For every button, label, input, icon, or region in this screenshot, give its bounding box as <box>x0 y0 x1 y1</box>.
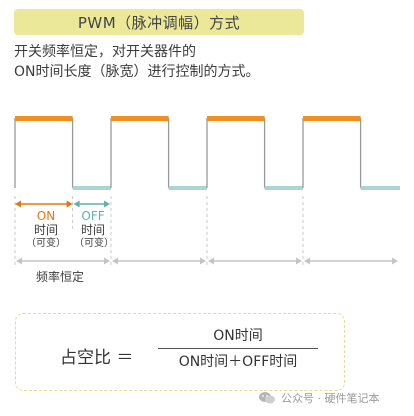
period-arrow <box>16 257 110 265</box>
watermark: 公众号 · 硬件笔记本 <box>258 390 380 406</box>
formula-fraction: ON时间 ON时间＋OFF时间 <box>154 327 322 371</box>
description-line-2: ON时间长度（脉宽）进行控制的方式。 <box>14 64 260 80</box>
period-guides <box>14 196 304 268</box>
on-variable-text: （可变） <box>26 238 66 249</box>
arrow-head-right <box>392 257 398 265</box>
arrow-head-left <box>15 200 21 208</box>
off-segment <box>72 186 111 190</box>
on-time-arrow <box>15 200 73 208</box>
on-segment <box>15 116 73 121</box>
title-text: PWM（脉冲调幅）方式 <box>77 13 241 32</box>
formula-denominator: ON时间＋OFF时间 <box>178 354 298 370</box>
on-segment <box>111 116 169 121</box>
arrow-head-right <box>296 257 302 265</box>
pwm-waveform <box>14 116 400 190</box>
off-time-text: 时间 <box>80 223 105 237</box>
off-segment <box>360 186 400 190</box>
period-arrow <box>304 257 398 265</box>
off-segment <box>264 186 303 190</box>
arrow-head-right <box>200 257 206 265</box>
arrow-head-left <box>208 257 214 265</box>
arrow-head-left <box>73 200 80 208</box>
title-banner: PWM（脉冲调幅）方式 <box>14 9 304 35</box>
description-line-1: 开关频率恒定，对开关器件的 <box>14 44 196 60</box>
watermark-text: 公众号 · 硬件笔记本 <box>281 392 380 405</box>
arrow-head-left <box>112 257 118 265</box>
pwm-waveform-diagram <box>14 116 400 268</box>
on-label: ON <box>36 209 56 223</box>
frequency-constant-label: 频率恒定 <box>36 270 85 284</box>
off-label: OFF <box>81 209 105 223</box>
on-segment <box>303 116 361 121</box>
duty-cycle-formula-box: 占空比 ＝ ON时间 ON时间＋OFF时间 <box>15 313 345 391</box>
timing-arrows <box>15 200 398 265</box>
arrow-head-left <box>16 257 22 265</box>
off-time-label: OFF 时间 （可变） <box>74 209 114 251</box>
fraction-bar <box>158 348 318 349</box>
arrow-head-right <box>66 200 73 208</box>
period-arrow <box>208 257 302 265</box>
description: 开关频率恒定，对开关器件的 ON时间长度（脉宽）进行控制的方式。 <box>14 42 404 82</box>
on-time-text: 时间 <box>33 223 58 237</box>
arrow-head-right <box>104 257 110 265</box>
on-segment <box>207 116 265 121</box>
off-variable-text: （可变） <box>74 238 114 249</box>
arrow-head-right <box>104 200 110 208</box>
formula-numerator: ON时间 <box>213 328 263 344</box>
duty-cycle-label: 占空比 ＝ <box>60 348 134 368</box>
on-time-label: ON 时间 （可变） <box>18 209 74 251</box>
arrow-head-left <box>304 257 310 265</box>
off-time-arrow <box>73 200 110 208</box>
period-arrow <box>112 257 206 265</box>
wechat-icon <box>259 392 275 404</box>
off-segment <box>168 186 207 190</box>
